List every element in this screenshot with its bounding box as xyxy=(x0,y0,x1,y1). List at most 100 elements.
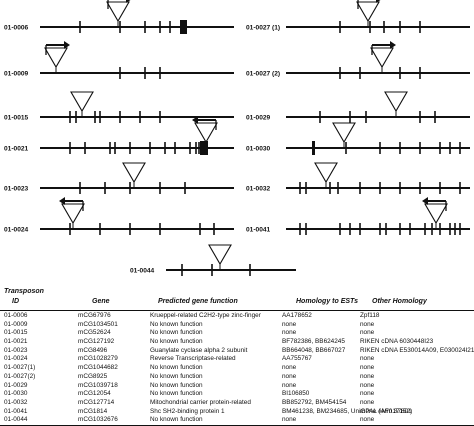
table-row: 01-0009 mCG1034501 No known function non… xyxy=(0,321,474,330)
table-row: 01-0024 mCG1028279 Reverse Transcriptase… xyxy=(0,355,474,364)
cell-est: AA755767 xyxy=(282,355,312,363)
cell-gene: mCG1044682 xyxy=(78,364,118,372)
arrow-right-icon xyxy=(126,0,131,3)
insertion-triangle xyxy=(314,162,338,184)
cell-est: none xyxy=(282,381,297,389)
exon-block xyxy=(200,141,208,155)
header-est: Homology to ESTs xyxy=(296,298,358,305)
cell-transposon: 01-0006 xyxy=(4,312,28,319)
exon-block xyxy=(180,20,187,34)
cell-gene: mCG127714 xyxy=(78,398,115,406)
cell-function: Shc SH2-binding protein 1 xyxy=(150,407,225,415)
cell-function: No known function xyxy=(150,372,203,380)
cell-est: none xyxy=(282,320,297,328)
cell-est: BB664048, BB667027 xyxy=(282,346,346,354)
insertion-triangle xyxy=(424,203,448,225)
cell-gene: mCG1034501 xyxy=(78,320,118,328)
cell-function: Mitochondrial carrier protein-related xyxy=(150,398,251,406)
insertion-triangle xyxy=(370,47,394,69)
table-row: 01-0030 mCG12054 No known function BI106… xyxy=(0,390,474,399)
cell-other: none xyxy=(360,398,375,406)
cell-est: BM461238, BM234685, UniGene #Mm.37801 xyxy=(282,407,412,415)
arrow-right-icon xyxy=(64,41,70,49)
exon-block xyxy=(312,141,315,155)
cell-other: none xyxy=(360,416,375,424)
arrow-left-icon xyxy=(192,116,198,124)
cell-function: Reverse Transcriptase-related xyxy=(150,355,236,363)
cell-est: none xyxy=(282,364,297,372)
cell-function: No known function xyxy=(150,338,203,346)
table-row: 01-0015 mCG52624 No known function none … xyxy=(0,329,474,338)
insertion-triangle xyxy=(384,91,408,113)
cell-transposon: 01-0032 xyxy=(4,398,28,406)
cell-transposon: 01-0024 xyxy=(4,355,28,363)
insertion-triangle xyxy=(332,122,356,144)
transposon-label: 01-0023 xyxy=(4,186,29,193)
cell-est: none xyxy=(282,372,297,380)
cell-function: Guanylate cyclase alpha 2 subunit xyxy=(150,346,248,354)
insertion-triangle xyxy=(44,47,68,69)
header-transposon: Transposon xyxy=(4,288,44,295)
cell-est: AA178652 xyxy=(282,312,312,319)
cell-function: No known function xyxy=(150,390,203,398)
cell-gene: mCG1814 xyxy=(78,407,108,415)
transposon-label: 01-0027 (2) xyxy=(246,71,280,78)
cell-est: BI106850 xyxy=(282,390,310,398)
cell-gene: mCG1032676 xyxy=(78,416,118,424)
transposon-label: 01-0041 xyxy=(246,227,271,234)
arrow-right-icon xyxy=(390,41,396,49)
table-body: 01-0006 mCG67976 Krueppel-related C2H2-t… xyxy=(0,311,474,426)
insertion-triangle xyxy=(356,1,380,23)
cell-function: No known function xyxy=(150,364,203,372)
cell-other: RIKEN cDNA 6030448I23 xyxy=(360,338,434,346)
transposon-label: 01-0006 xyxy=(4,25,29,32)
table-row: 01-0032 mCG127714 Mitochondrial carrier … xyxy=(0,399,474,408)
transposon-label: 01-0032 xyxy=(246,186,271,193)
arrow-left-icon xyxy=(422,197,428,205)
transposon-label: 01-0021 xyxy=(4,146,29,153)
transposon-label: 01-0044 xyxy=(130,268,155,275)
cell-transposon: 01-0030 xyxy=(4,390,28,398)
header-function: Predicted gene function xyxy=(158,298,238,305)
transposon-label: 01-0030 xyxy=(246,146,271,153)
cell-gene: mCG8925 xyxy=(78,372,108,380)
header-id: ID xyxy=(12,298,19,305)
cell-other: none xyxy=(360,372,375,380)
cell-gene: mCG12054 xyxy=(78,390,111,398)
cell-other: none xyxy=(360,320,375,328)
transposon-table: Transposon ID Gene Predicted gene functi… xyxy=(0,286,474,426)
cell-other: none xyxy=(360,381,375,389)
cell-function: No known function xyxy=(150,329,203,337)
cell-other: mPAL (AF017152) xyxy=(360,407,413,415)
insertion-triangle xyxy=(208,244,232,266)
table-row: 01-0006 mCG67976 Krueppel-related C2H2-t… xyxy=(0,312,474,321)
cell-transposon: 01-0015 xyxy=(4,329,28,337)
cell-other: none xyxy=(360,329,375,337)
table-row: 01-0027(2) mCG8925 No known function non… xyxy=(0,373,474,382)
cell-gene: mCG52624 xyxy=(78,329,111,337)
table-row: 01-0023 mCG8496 Guanylate cyclase alpha … xyxy=(0,347,474,356)
cell-gene: mCG8496 xyxy=(78,346,108,354)
insertion-triangle xyxy=(122,162,146,184)
cell-other: none xyxy=(360,355,375,363)
cell-function: No known function xyxy=(150,416,203,424)
cell-function: No known function xyxy=(150,320,203,328)
cell-other: none xyxy=(360,364,375,372)
cell-est: none xyxy=(282,329,297,337)
cell-transposon: 01-0029 xyxy=(4,381,28,389)
cell-gene: mCG1039718 xyxy=(78,381,118,389)
table-row: 01-0041 mCG1814 Shc SH2-binding protein … xyxy=(0,408,474,417)
header-other: Other Homology xyxy=(372,298,427,305)
cell-transposon: 01-0021 xyxy=(4,338,28,346)
transposon-label: 01-0029 xyxy=(246,115,271,122)
table-row: 01-0021 mCG127192 No known function BF78… xyxy=(0,338,474,347)
transposon-label: 01-0015 xyxy=(4,115,29,122)
insertion-triangle xyxy=(70,91,94,113)
arrow-right-icon xyxy=(376,0,381,3)
transposon-label: 01-0009 xyxy=(4,71,29,78)
cell-est: BF782386, BB624245 xyxy=(282,338,345,346)
cell-other: RIKEN cDNA E530014A09, E030024I21 xyxy=(360,346,474,354)
cell-transposon: 01-0027(2) xyxy=(4,372,36,380)
cell-est: none xyxy=(282,416,297,424)
table-row: 01-0027(1) mCG1044682 No known function … xyxy=(0,364,474,373)
